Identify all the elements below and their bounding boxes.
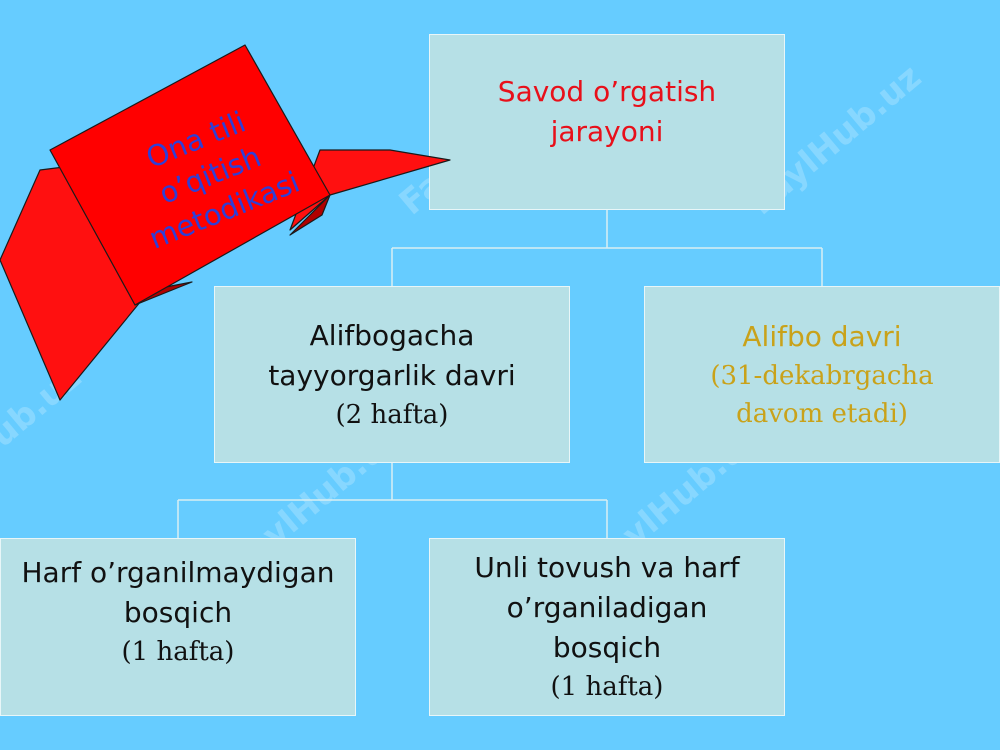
root-title-line1: Savod o’rgatish bbox=[497, 75, 717, 108]
stage-1-duration: (1 hafta) bbox=[121, 637, 235, 667]
stage-1-line2: bosqich bbox=[123, 596, 233, 629]
stage-1-line1: Harf o’rganilmaydigan bbox=[21, 556, 335, 589]
alphabet-duration-line1: (31-dekabrgacha bbox=[710, 360, 934, 391]
stage-2-node: Unli tovush va harf o’rganiladigan bosqi… bbox=[429, 538, 785, 716]
stage-2-duration: (1 hafta) bbox=[550, 672, 664, 702]
stage-2-line1: Unli tovush va harf bbox=[474, 551, 740, 584]
alphabet-title: Alifbo davri bbox=[742, 319, 902, 353]
root-title-line2: jarayoni bbox=[550, 115, 664, 148]
pre-alphabet-node: Alifbogacha tayyorgarlik davri (2 hafta) bbox=[214, 286, 570, 463]
pre-alphabet-line2: tayyorgarlik davri bbox=[268, 358, 516, 392]
alphabet-duration-line2: davom etadi) bbox=[736, 398, 908, 429]
alphabet-node: Alifbo davri (31-dekabrgacha davom etadi… bbox=[644, 286, 1000, 463]
stage-1-node: Harf o’rganilmaydigan bosqich (1 hafta) bbox=[0, 538, 356, 716]
pre-alphabet-line1: Alifbogacha bbox=[309, 318, 475, 352]
root-node: Savod o’rgatish jarayoni bbox=[429, 34, 785, 210]
stage-2-line2: o’rganiladigan bbox=[506, 591, 708, 624]
pre-alphabet-duration: (2 hafta) bbox=[335, 399, 449, 430]
stage-2-line3: bosqich bbox=[552, 631, 662, 664]
